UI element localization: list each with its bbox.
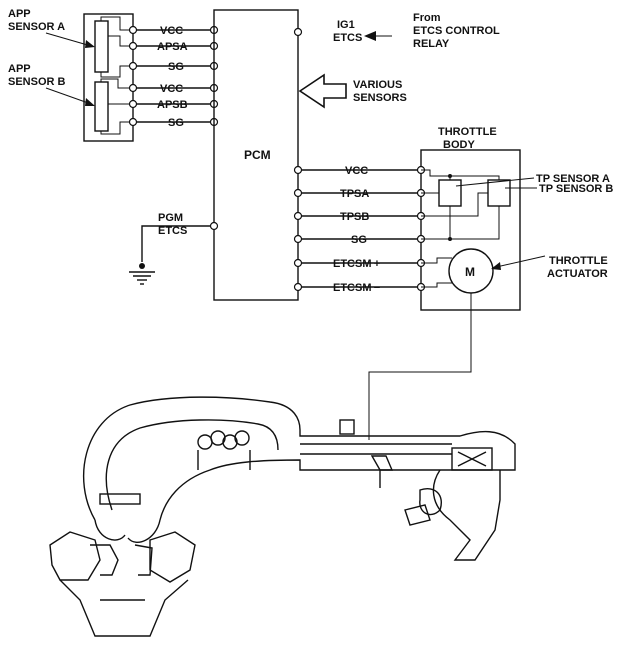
tp-sensor-internals bbox=[421, 169, 511, 241]
tp-sensor-b-element bbox=[487, 179, 511, 207]
app-pin-vcc-1: VCC bbox=[160, 25, 183, 37]
tb-pin-sg: SG bbox=[351, 234, 367, 246]
tb-pin-vcc: VCC bbox=[345, 165, 368, 177]
ground-wire bbox=[141, 225, 210, 262]
tb-pin-etcsm-minus: ETCSM − bbox=[333, 282, 380, 294]
app-sensor-b-leader bbox=[45, 87, 92, 105]
throttle-actuator-line2: ACTUATOR bbox=[547, 268, 608, 280]
tp-sensor-a-element bbox=[438, 179, 462, 207]
tb-pin-tpsb: TPSB bbox=[340, 211, 369, 223]
app-sensor-b-element bbox=[94, 81, 109, 132]
various-sensors-line2: SENSORS bbox=[353, 92, 407, 104]
app-pin-sg-2: SG bbox=[168, 117, 184, 129]
various-sensors-arrow-icon bbox=[298, 73, 347, 109]
throttle-body-title-1: THROTTLE bbox=[438, 126, 497, 138]
relay-note-line2: ETCS CONTROL bbox=[413, 25, 500, 37]
app-pin-apsb: APSB bbox=[157, 99, 188, 111]
throttle-wiring bbox=[293, 165, 426, 292]
app-pin-vcc-2: VCC bbox=[160, 83, 183, 95]
pgm-etcs-line1: PGM bbox=[158, 212, 183, 224]
pcm-ig1-line2: ETCS bbox=[333, 32, 362, 44]
app-sensor-a-arrowhead bbox=[85, 40, 95, 48]
tp-sensor-b-label: TP SENSOR B bbox=[539, 183, 613, 195]
pgm-etcs-line2: ETCS bbox=[158, 225, 187, 237]
app-sensor-assembly bbox=[83, 13, 134, 142]
app-sensor-housing bbox=[83, 13, 134, 142]
relay-arrow-icon bbox=[364, 31, 376, 41]
app-sensor-a-leader bbox=[45, 32, 92, 47]
actuator-link-line bbox=[368, 293, 472, 440]
tb-pin-tpsa: TPSA bbox=[340, 188, 369, 200]
app-pin-sg-1: SG bbox=[168, 61, 184, 73]
various-sensors-line1: VARIOUS bbox=[353, 79, 402, 91]
ground-icon bbox=[129, 263, 155, 285]
pcm-label: PCM bbox=[244, 148, 271, 162]
tb-pin-etcsm-plus: ETCSM + bbox=[333, 258, 380, 270]
throttle-body-title-2: BODY bbox=[443, 139, 475, 151]
pcm-ig1-line1: IG1 bbox=[337, 19, 355, 31]
app-sensor-b-arrowhead bbox=[85, 98, 95, 106]
throttle-actuator-arrowhead bbox=[491, 262, 501, 270]
throttle-body-box bbox=[420, 149, 521, 311]
motor-symbol-label: M bbox=[465, 265, 475, 279]
engine-intake-illustration bbox=[49, 396, 516, 637]
app-sensor-b-label-line2: SENSOR B bbox=[8, 76, 66, 88]
pcm-box bbox=[213, 9, 299, 301]
app-sensor-b-label-line1: APP bbox=[8, 63, 31, 75]
app-sensor-a-element bbox=[94, 20, 109, 73]
tp-sensor-a-leader bbox=[455, 177, 535, 187]
app-pin-apsa: APSA bbox=[157, 41, 188, 53]
throttle-actuator-line1: THROTTLE bbox=[549, 255, 608, 267]
app-sensor-a-label-line1: APP bbox=[8, 8, 31, 20]
relay-note-line3: RELAY bbox=[413, 38, 450, 50]
throttle-actuator-leader bbox=[491, 255, 546, 269]
relay-note-line1: From bbox=[413, 12, 441, 24]
app-sensor-a-label-line2: SENSOR A bbox=[8, 21, 65, 33]
tp-sensor-a-label: TP SENSOR A bbox=[536, 173, 610, 185]
